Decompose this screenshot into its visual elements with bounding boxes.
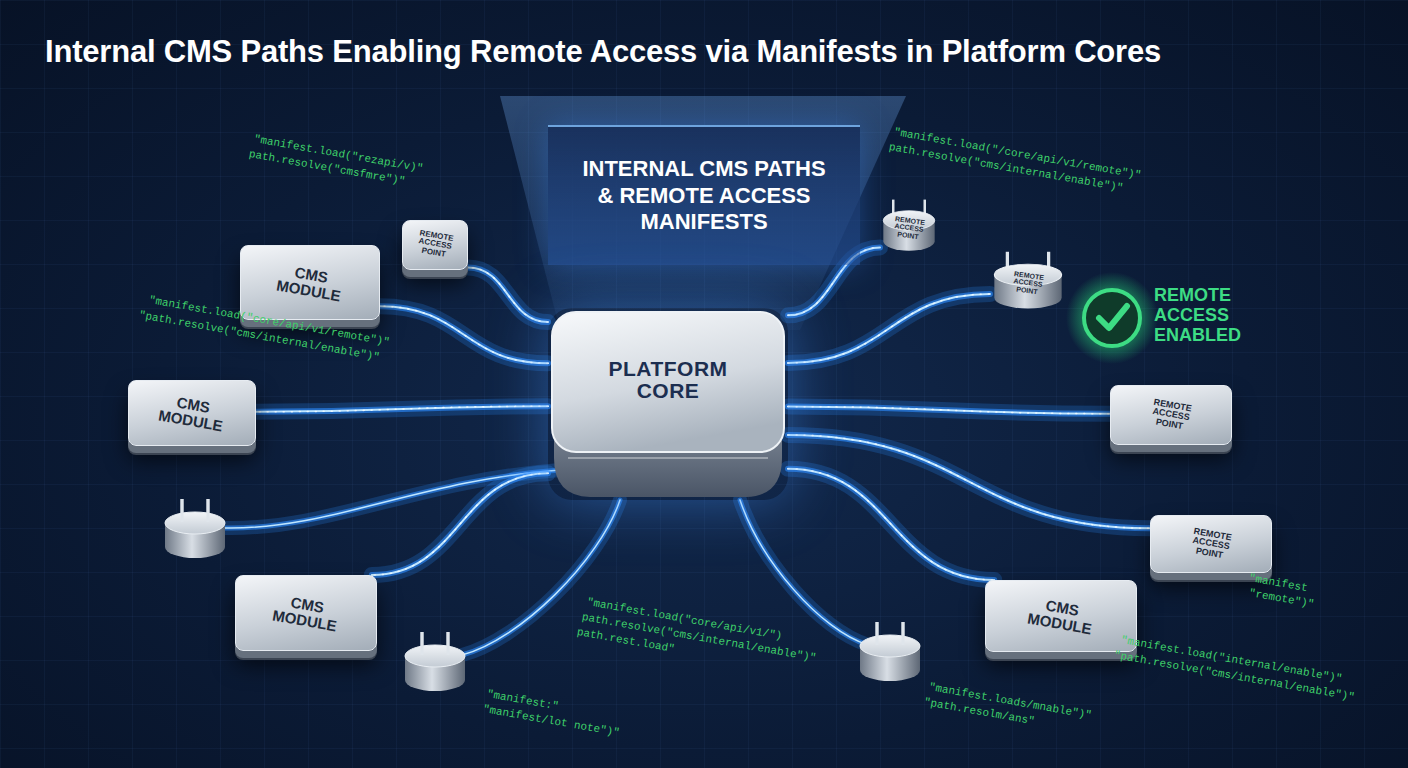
callout-box: INTERNAL CMS PATHS & REMOTE ACCESS MANIF… <box>548 125 860 265</box>
data-conduit <box>468 268 548 323</box>
node-label: CMS MODULE <box>150 391 234 436</box>
conduit-stroke <box>380 306 548 363</box>
conduit-stroke <box>788 294 990 363</box>
conduit-stroke <box>788 294 990 363</box>
conduit-stroke <box>788 407 1110 414</box>
status-badge-text: REMOTE ACCESS ENABLED <box>1154 286 1264 345</box>
conduit-stroke <box>256 406 548 412</box>
data-conduit <box>788 294 990 363</box>
conduit-stroke <box>372 473 548 575</box>
conduit-stroke <box>380 306 548 363</box>
cms-module-box: CMS MODULE <box>128 380 256 446</box>
conduit-stroke <box>256 406 548 412</box>
access-point-cylinder: REMOTE ACCESS POINT <box>990 250 1066 312</box>
node-label: PLATFORM CORE <box>593 358 743 402</box>
conduit-stroke <box>372 473 548 575</box>
conduit-stroke <box>788 469 994 580</box>
conduit-stroke <box>372 473 548 575</box>
conduit-stroke <box>468 268 548 323</box>
conduit-stroke <box>788 407 1110 414</box>
node-label: REMOTE ACCESS POINT <box>1176 524 1246 563</box>
node-label: CMS MODULE <box>1019 594 1103 639</box>
core-shape <box>548 308 788 500</box>
access-point-cylinder: REMOTE ACCESS POINT <box>880 198 938 254</box>
conduit-stroke <box>372 473 548 575</box>
data-conduit <box>788 407 1110 414</box>
node-label: REMOTE ACCESS POINT <box>1136 395 1206 434</box>
conduit-stroke <box>468 268 548 323</box>
conduit-stroke <box>788 469 994 580</box>
node-label: CMS MODULE <box>268 260 352 305</box>
diagram-title: Internal CMS Paths Enabling Remote Acces… <box>45 34 1161 70</box>
cms-module-box: CMS MODULE <box>235 575 377 651</box>
access-point-box: REMOTE ACCESS POINT <box>1150 515 1272 573</box>
conduit-stroke <box>788 469 994 580</box>
cms-module-box: CMS MODULE <box>985 580 1137 652</box>
data-conduit <box>256 406 548 412</box>
platform-core: PLATFORM CORE <box>548 308 788 500</box>
node-label: REMOTE ACCESS POINT <box>407 228 463 262</box>
node-label: INTERNAL CMS PATHS & REMOTE ACCESS MANIF… <box>579 156 829 235</box>
conduit-stroke <box>468 268 548 323</box>
conduit-stroke <box>788 407 1110 414</box>
conduit-stroke <box>256 406 548 412</box>
cms-module-box: CMS MODULE <box>240 245 380 320</box>
node-label: CMS MODULE <box>264 591 348 636</box>
conduit-stroke <box>380 306 548 363</box>
conduit-stroke <box>788 469 994 580</box>
data-conduit <box>380 306 548 363</box>
access-point-box: REMOTE ACCESS POINT <box>402 220 468 270</box>
conduit-stroke <box>788 407 1110 414</box>
access-point-box: REMOTE ACCESS POINT <box>1110 385 1232 445</box>
conduit-stroke <box>468 268 548 323</box>
data-conduit <box>788 469 994 580</box>
conduit-stroke <box>256 406 548 412</box>
data-conduit <box>372 473 548 575</box>
conduit-stroke <box>788 294 990 363</box>
conduit-stroke <box>788 294 990 363</box>
conduit-stroke <box>380 306 548 363</box>
